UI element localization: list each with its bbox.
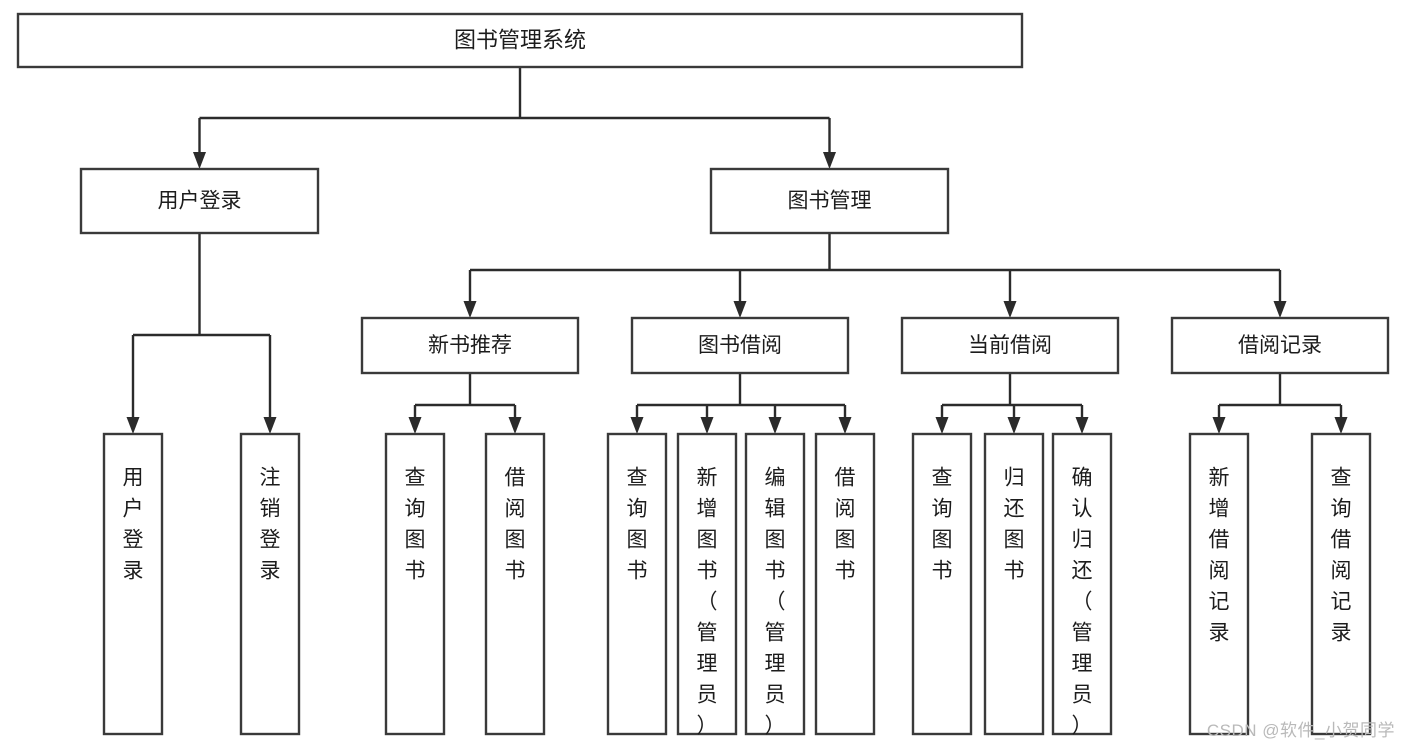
node-box-book-borrow	[630, 316, 850, 375]
node-box-leaf-borrow-book	[814, 432, 876, 736]
node-leaf-query-book-borrow[interactable]: 查询图书	[606, 432, 668, 736]
node-label-leaf-logout: 注销登录	[260, 466, 281, 582]
node-label-leaf-query-book-borrow: 查询图书	[627, 466, 648, 582]
arrow-head-icon	[126, 417, 140, 434]
node-leaf-add-borrow-record[interactable]: 新增借阅记录	[1188, 432, 1250, 736]
node-leaf-borrow-book-recommend[interactable]: 借阅图书	[484, 432, 546, 736]
node-box-leaf-logout	[239, 432, 301, 736]
arrow-head-icon	[1273, 301, 1287, 318]
arrow-head-icon	[463, 301, 477, 318]
node-box-book-management	[709, 167, 950, 235]
conn-current-to-leaves	[935, 373, 1089, 434]
node-leaf-query-book-current[interactable]: 查询图书	[911, 432, 973, 736]
node-layer: 图书管理系统用户登录图书管理新书推荐图书借阅当前借阅借阅记录用户登录注销登录查询…	[16, 12, 1390, 737]
node-box-current-borrow	[900, 316, 1120, 375]
conn-borrow-to-leaves	[630, 373, 852, 434]
conn-records-to-leaves	[1212, 373, 1348, 434]
node-box-user-login	[79, 167, 320, 235]
node-label-leaf-edit-book: 编辑图书（管理员）	[765, 466, 786, 737]
arrow-head-icon	[823, 152, 836, 169]
arrow-head-icon	[768, 417, 782, 434]
node-leaf-user-login[interactable]: 用户登录	[102, 432, 164, 736]
node-label-leaf-user-login: 用户登录	[123, 466, 144, 582]
node-borrow-records[interactable]: 借阅记录	[1170, 316, 1390, 375]
node-label-root: 图书管理系统	[454, 27, 586, 52]
node-box-leaf-query-borrow-record	[1310, 432, 1372, 736]
node-label-leaf-query-borrow-record: 查询借阅记录	[1331, 466, 1352, 644]
node-label-book-borrow: 图书借阅	[698, 334, 782, 357]
arrow-head-icon	[193, 152, 206, 169]
node-current-borrow[interactable]: 当前借阅	[900, 316, 1120, 375]
node-label-new-book-recommend: 新书推荐	[428, 334, 512, 357]
arrow-head-icon	[935, 417, 949, 434]
node-box-new-book-recommend	[360, 316, 580, 375]
node-label-leaf-confirm-return: 确认归还（管理员）	[1072, 466, 1093, 737]
node-label-borrow-records: 借阅记录	[1238, 334, 1322, 357]
node-label-leaf-add-book: 新增图书（管理员）	[697, 466, 718, 737]
node-leaf-edit-book[interactable]: 编辑图书（管理员）	[744, 432, 806, 737]
node-leaf-query-borrow-record[interactable]: 查询借阅记录	[1310, 432, 1372, 736]
node-label-current-borrow: 当前借阅	[968, 334, 1052, 357]
node-box-leaf-add-borrow-record	[1188, 432, 1250, 736]
node-leaf-confirm-return[interactable]: 确认归还（管理员）	[1051, 432, 1113, 737]
conn-book-management-to-level3	[463, 233, 1287, 318]
node-user-login[interactable]: 用户登录	[79, 167, 320, 235]
node-leaf-borrow-book[interactable]: 借阅图书	[814, 432, 876, 736]
node-root[interactable]: 图书管理系统	[16, 12, 1024, 69]
arrow-head-icon	[508, 417, 522, 434]
node-box-leaf-borrow-book-recommend	[484, 432, 546, 736]
arrow-head-icon	[263, 417, 277, 434]
arrow-head-icon	[733, 301, 747, 318]
arrow-head-icon	[700, 417, 714, 434]
node-label-leaf-query-book-current: 查询图书	[932, 466, 953, 582]
arrow-head-icon	[838, 417, 852, 434]
node-label-book-management: 图书管理	[788, 190, 872, 213]
arrow-head-icon	[408, 417, 422, 434]
arrow-head-icon	[630, 417, 644, 434]
node-label-leaf-add-borrow-record: 新增借阅记录	[1209, 466, 1230, 644]
arrow-head-icon	[1334, 417, 1348, 434]
node-box-leaf-confirm-return	[1051, 432, 1113, 736]
node-label-leaf-query-book-recommend: 查询图书	[405, 466, 426, 582]
node-new-book-recommend[interactable]: 新书推荐	[360, 316, 580, 375]
node-box-root	[16, 12, 1024, 69]
arrow-head-icon	[1003, 301, 1017, 318]
node-leaf-logout[interactable]: 注销登录	[239, 432, 301, 736]
node-box-leaf-user-login	[102, 432, 164, 736]
node-label-leaf-return-book: 归还图书	[1004, 466, 1025, 582]
conn-root-to-level2	[193, 67, 836, 169]
node-leaf-add-book[interactable]: 新增图书（管理员）	[676, 432, 738, 737]
node-leaf-query-book-recommend[interactable]: 查询图书	[384, 432, 446, 736]
conn-recommend-to-leaves	[408, 373, 522, 434]
node-book-management[interactable]: 图书管理	[709, 167, 950, 235]
connector-layer	[126, 67, 1348, 434]
node-label-leaf-borrow-book-recommend: 借阅图书	[505, 466, 526, 582]
node-box-leaf-query-book-current	[911, 432, 973, 736]
node-box-leaf-edit-book	[744, 432, 806, 736]
arrow-head-icon	[1007, 417, 1021, 434]
node-box-leaf-add-book	[676, 432, 738, 736]
node-label-user-login: 用户登录	[158, 190, 242, 213]
node-book-borrow[interactable]: 图书借阅	[630, 316, 850, 375]
arrow-head-icon	[1212, 417, 1226, 434]
node-box-leaf-query-book-borrow	[606, 432, 668, 736]
node-leaf-return-book[interactable]: 归还图书	[983, 432, 1045, 736]
node-box-borrow-records	[1170, 316, 1390, 375]
node-label-leaf-borrow-book: 借阅图书	[835, 466, 856, 582]
node-box-leaf-return-book	[983, 432, 1045, 736]
arrow-head-icon	[1075, 417, 1089, 434]
node-box-leaf-query-book-recommend	[384, 432, 446, 736]
conn-user-login-to-leaves	[126, 233, 277, 434]
